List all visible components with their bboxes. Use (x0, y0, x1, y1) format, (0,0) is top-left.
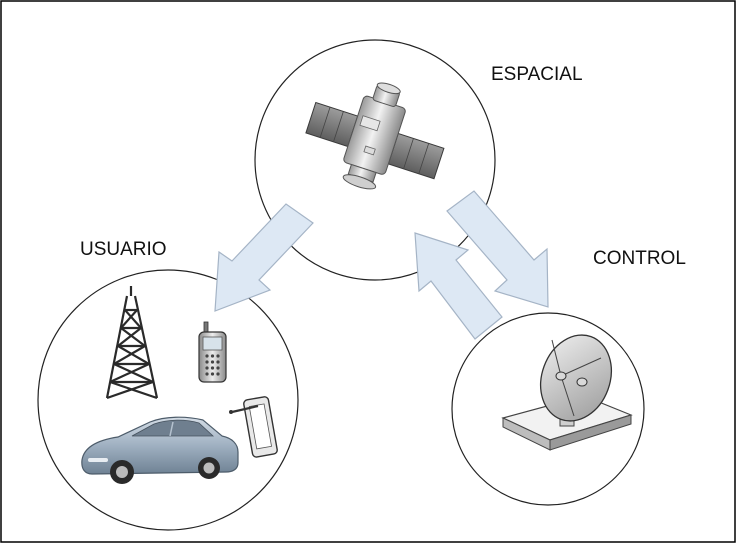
radio-tower-icon (105, 286, 159, 400)
car-icon (81, 416, 239, 484)
satellite-icon (305, 82, 445, 190)
mobile-phone-icon (198, 321, 227, 383)
space-segment-label: ESPACIAL (491, 64, 583, 85)
user-segment-label: USUARIO (80, 239, 167, 260)
ground-station-dish-icon (501, 334, 633, 451)
control-segment-label: CONTROL (593, 248, 686, 269)
arrow-space-to-control (446, 190, 549, 308)
arrow-space-to-user (214, 203, 314, 312)
tablet-icon (229, 396, 278, 458)
arrow-control-to-space (414, 232, 503, 340)
